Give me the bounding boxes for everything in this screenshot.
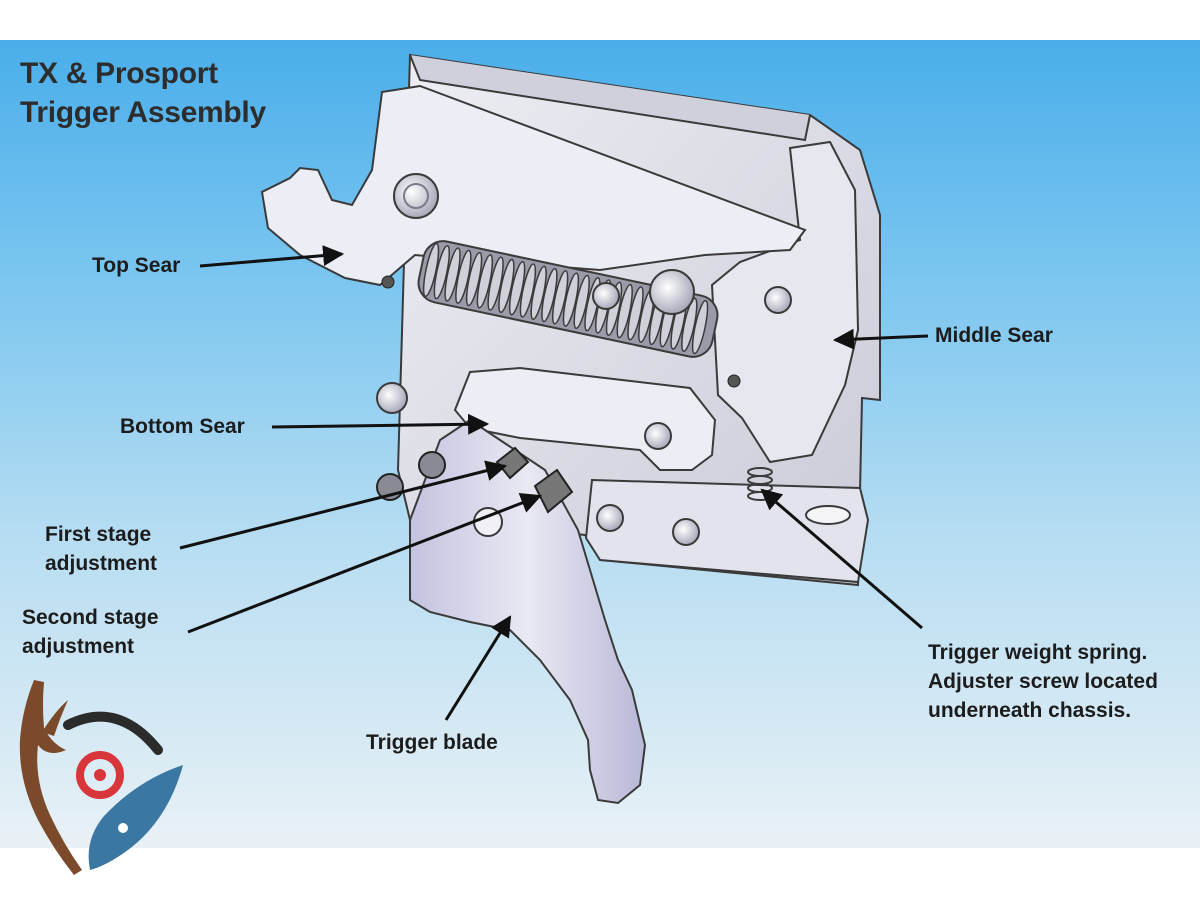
middle-sear-pin — [764, 286, 792, 314]
bottom-pin-a — [418, 451, 446, 479]
spring-coil — [616, 283, 633, 339]
top-sear — [260, 84, 807, 287]
label-second-stage-line-1: Second stage — [22, 606, 159, 629]
spring-coil — [573, 274, 590, 330]
spring-coil — [691, 299, 709, 355]
spring-coil — [465, 251, 483, 307]
label-first-stage-line-2: adjustment — [45, 552, 158, 575]
bottom-sear-pin — [644, 422, 672, 450]
arrow-trigger-blade — [444, 615, 512, 721]
arrow-weight-spring — [760, 488, 923, 630]
spring-coil — [422, 242, 440, 298]
spring-coil — [455, 249, 472, 304]
lower-block-pin-b — [672, 518, 700, 546]
pivot-pin-small — [592, 282, 620, 310]
spring-coil — [444, 247, 461, 302]
label-top-sear: Top Sear — [92, 254, 181, 277]
lower-block-hole — [805, 505, 851, 525]
spring-coil — [519, 263, 537, 318]
spring-coil — [551, 270, 569, 325]
spring-coil — [498, 258, 515, 314]
pivot-pin-large — [649, 269, 695, 315]
chassis-top-edge — [409, 54, 811, 142]
arrow-middle-sear — [832, 328, 929, 350]
arrow-second-stage — [187, 493, 542, 634]
lower-block — [584, 478, 870, 584]
spring-coil — [627, 286, 644, 341]
diagram-title-line-2: Trigger Assembly — [20, 96, 266, 129]
trigger-spring — [417, 240, 719, 358]
label-second-stage-line-2: adjustment — [22, 635, 135, 658]
spring-coil — [562, 272, 580, 327]
second-stage-screw — [533, 468, 574, 514]
top-sear-pin — [393, 173, 439, 219]
antler-fish-target-logo — [19, 680, 183, 875]
spring-coil — [476, 254, 494, 309]
spring-coil — [433, 244, 451, 300]
label-trigger-blade: Trigger blade — [366, 731, 498, 754]
arrow-first-stage — [179, 460, 508, 550]
top-sear-screw — [381, 275, 395, 289]
label-weight-spring-line-2: Adjuster screw located — [928, 670, 1158, 693]
lower-block-pin-a — [596, 504, 624, 532]
top-sear-pin-inner — [403, 183, 429, 209]
spring-coil — [487, 256, 504, 311]
side-pin — [376, 382, 408, 414]
label-first-stage-line-1: First stage — [45, 523, 152, 546]
spring-coil — [681, 297, 698, 352]
spring-coil — [508, 261, 526, 316]
arrow-bottom-sear — [271, 413, 490, 435]
diagram-title-line-1: TX & Prosport — [20, 57, 218, 90]
spring-coil — [541, 267, 558, 323]
label-weight-spring-line-3: underneath chassis. — [928, 699, 1132, 722]
spring-coil — [530, 265, 547, 320]
label-middle-sear: Middle Sear — [935, 324, 1053, 347]
label-weight-spring-line-1: Trigger weight spring. — [928, 641, 1148, 664]
label-bottom-sear: Bottom Sear — [120, 415, 245, 438]
middle-sear-screw — [727, 374, 741, 388]
arrow-top-sear — [199, 245, 345, 268]
